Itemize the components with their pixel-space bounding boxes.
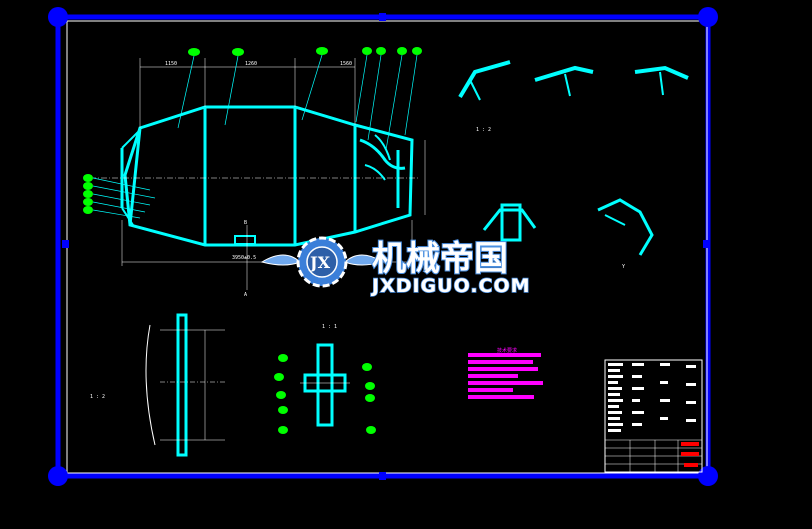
bolt-detail-balloons: [274, 354, 376, 434]
frame-mid-grip[interactable]: [62, 240, 69, 248]
part-balloons-left: [83, 174, 93, 214]
detail-x-scale: 1 : 2: [476, 127, 491, 133]
detail-view-weld-1: [482, 203, 537, 242]
notes-title: 技术要求: [497, 347, 517, 354]
frame-mid-grip[interactable]: [703, 240, 710, 248]
dim-overall-length: 3950±0.5: [232, 255, 256, 261]
frame-corner-grip[interactable]: [698, 466, 718, 486]
bolt-detail-view: [300, 343, 350, 427]
watermark-title: 机械帝国: [372, 239, 508, 279]
frame-mid-grip[interactable]: [379, 472, 386, 480]
frame-mid-grip[interactable]: [379, 13, 386, 21]
detail-y-label: Y: [622, 264, 625, 270]
frame-corner-grip[interactable]: [48, 466, 68, 486]
watermark: JX 机械帝国 JXDIGUO.COM: [260, 236, 531, 298]
detail-view-x: [458, 60, 511, 101]
view-label-b: B: [244, 220, 247, 226]
detail-view-xx: [534, 65, 594, 97]
part-balloons-top: [188, 47, 422, 56]
frame-corner-grip[interactable]: [698, 7, 718, 27]
leader-lines-top: [177, 54, 418, 151]
view-label-a: A: [244, 292, 247, 298]
ring-view-scale: 1 : 2: [90, 394, 105, 400]
ring-section-view: [145, 313, 225, 457]
logo-letters: JX: [308, 253, 331, 272]
dim-top-3: 1560: [340, 61, 352, 67]
watermark-subtitle: JXDIGUO.COM: [370, 275, 531, 297]
bolt-view-scale: 1 : 1: [322, 324, 337, 330]
dim-top-1: 1150: [165, 61, 177, 67]
leader-lines-left: [92, 177, 156, 219]
dim-top-2: 1260: [245, 61, 257, 67]
detail-view-weld-2: [597, 198, 654, 256]
sheet-frame: [48, 7, 718, 486]
title-block: [604, 359, 703, 473]
watermark-logo-icon: JX: [260, 236, 385, 288]
frame-corner-grip[interactable]: [48, 7, 68, 27]
detail-view-xxx: [634, 65, 689, 96]
technical-notes: 技术要求: [468, 347, 543, 399]
